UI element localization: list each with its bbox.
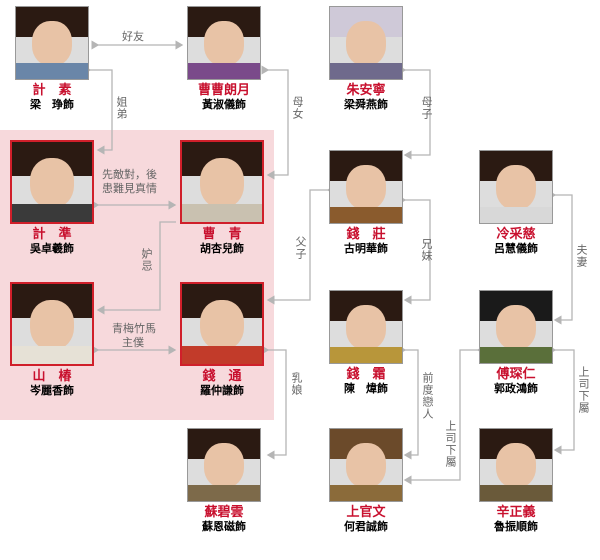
relation-label-friends: 好友	[122, 30, 144, 43]
actor-name: 蘇恩磁飾	[202, 520, 246, 533]
actor-name: 古明華飾	[344, 242, 388, 255]
character-card-zhu-anning: 朱安寧 梁舜燕飾	[320, 6, 412, 111]
character-card-ji-zhun: 計 準 吳卓羲飾	[6, 140, 98, 255]
portrait-photo	[180, 140, 264, 224]
character-card-cao-langyue: 曹曹朗月 黃淑儀飾	[178, 6, 270, 111]
character-name: 計 準	[32, 227, 72, 242]
actor-name: 羅仲謙飾	[200, 384, 244, 397]
character-card-fu-shenren: 傅琛仁 郭政鴻飾	[470, 290, 562, 395]
relation-label-jealous: 妒忌	[140, 248, 153, 272]
portrait-photo	[479, 150, 553, 224]
actor-name: 呂慧儀飾	[494, 242, 538, 255]
portrait-photo	[10, 282, 94, 366]
relation-label-enemy-line1: 先敵對，後	[102, 168, 157, 181]
portrait-photo	[15, 6, 89, 80]
portrait-photo	[187, 6, 261, 80]
actor-name: 魯振順飾	[494, 520, 538, 533]
portrait-photo	[329, 428, 403, 502]
character-name: 蘇碧雲	[204, 505, 244, 520]
actor-name: 陳 煒飾	[344, 382, 388, 395]
character-card-qian-tong: 錢 通 羅仲謙飾	[176, 282, 268, 397]
portrait-photo	[329, 6, 403, 80]
relation-label-mother-son: 母子	[420, 96, 433, 120]
character-card-su-biyun: 蘇碧雲 蘇恩磁飾	[178, 428, 270, 533]
actor-name: 胡杏兒飾	[200, 242, 244, 255]
character-name: 傅琛仁	[496, 367, 536, 382]
relation-label-husband-wife: 夫妻	[575, 244, 588, 268]
character-name: 錢 通	[202, 369, 242, 384]
character-name: 曹曹朗月	[197, 83, 250, 98]
portrait-photo	[479, 290, 553, 364]
character-card-xin-zhengyi: 辛正義 魯振順飾	[470, 428, 562, 533]
actor-name: 何君誠飾	[344, 520, 388, 533]
character-name: 山 椿	[32, 369, 72, 384]
character-name: 計 素	[32, 83, 72, 98]
relation-label-mother-daughter: 母女	[291, 96, 304, 120]
actor-name: 岑麗香飾	[30, 384, 74, 397]
character-card-qian-shuang: 錢 霜 陳 煒飾	[320, 290, 412, 395]
actor-name: 郭政鴻飾	[494, 382, 538, 395]
relation-label-superior-subordinate-1: 上司下屬	[444, 420, 457, 468]
character-card-shangguan-wen: 上官文 何君誠飾	[320, 428, 412, 533]
character-name: 錢 霜	[346, 367, 386, 382]
actor-name: 梁 琤飾	[30, 98, 74, 111]
actor-name: 梁舜燕飾	[344, 98, 388, 111]
character-card-leng-caici: 冷采慈 呂慧儀飾	[470, 150, 562, 255]
portrait-photo	[479, 428, 553, 502]
relation-label-childhood-line2: 主僕	[122, 336, 144, 349]
relation-label-childhood-line1: 青梅竹馬	[112, 322, 156, 335]
character-name: 錢 莊	[346, 227, 386, 242]
portrait-photo	[329, 290, 403, 364]
character-name: 冷采慈	[496, 227, 536, 242]
relation-label-sister-brother: 姐弟	[115, 96, 128, 120]
relation-label-father-son: 父子	[294, 236, 307, 260]
portrait-photo	[180, 282, 264, 366]
relation-label-enemy-line2: 患難見真情	[102, 182, 157, 195]
character-name: 上官文	[346, 505, 386, 520]
character-name: 辛正義	[496, 505, 536, 520]
relation-label-nanny: 乳娘	[290, 372, 303, 396]
character-card-ji-su: 計 素 梁 琤飾	[6, 6, 98, 111]
character-card-cao-qing: 曹 青 胡杏兒飾	[176, 140, 268, 255]
actor-name: 吳卓羲飾	[30, 242, 74, 255]
actor-name: 黃淑儀飾	[202, 98, 246, 111]
character-card-qian-zhuang: 錢 莊 古明華飾	[320, 150, 412, 255]
character-card-shan-chun: 山 椿 岑麗香飾	[6, 282, 98, 397]
relation-label-superior-subordinate-2: 上司下屬	[577, 366, 590, 414]
portrait-photo	[187, 428, 261, 502]
portrait-photo	[10, 140, 94, 224]
relation-label-ex-lover: 前度戀人	[421, 372, 434, 420]
character-name: 曹 青	[202, 227, 242, 242]
portrait-photo	[329, 150, 403, 224]
relation-label-siblings: 兄妹	[420, 238, 433, 262]
character-name: 朱安寧	[346, 83, 386, 98]
